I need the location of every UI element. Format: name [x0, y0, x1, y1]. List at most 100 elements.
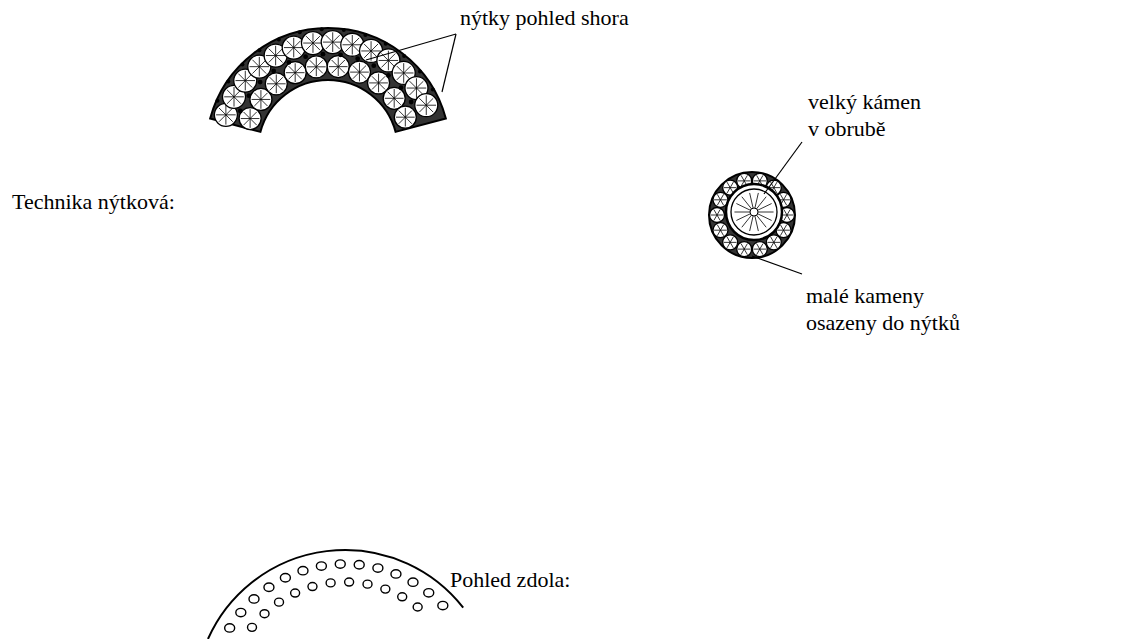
stone-facet — [252, 60, 259, 67]
hole — [280, 574, 290, 582]
stone-facet — [275, 46, 276, 56]
stone-facet — [780, 225, 783, 231]
stone-facet — [306, 36, 313, 43]
stone-facet — [426, 105, 433, 112]
stone-facet — [313, 43, 320, 50]
rivet — [257, 48, 261, 52]
hole — [249, 595, 259, 603]
stone-facet — [767, 242, 773, 243]
stone-facet — [276, 49, 283, 56]
stone-facet — [717, 209, 720, 215]
rivet — [409, 100, 414, 105]
rivet — [320, 27, 324, 31]
stone-facet — [295, 63, 296, 72]
stone-facet — [289, 73, 296, 80]
hole — [264, 583, 274, 591]
stone — [265, 73, 287, 95]
hole — [391, 570, 401, 578]
stone-facet — [410, 81, 417, 88]
stone — [723, 235, 738, 250]
stone-facet — [364, 44, 371, 51]
stone-facet — [372, 83, 379, 90]
stone-facet — [730, 242, 736, 243]
stone-facet — [350, 72, 359, 73]
stone-facet — [219, 115, 226, 122]
stone-facet — [388, 92, 395, 99]
stone-facet — [396, 117, 405, 118]
stone-facet — [753, 249, 759, 250]
rivet — [321, 52, 326, 57]
rivet — [402, 54, 406, 58]
stone-facet — [720, 230, 726, 231]
hole — [316, 562, 326, 570]
hole — [408, 578, 418, 586]
stone-facet — [226, 115, 233, 122]
stone-facet — [371, 41, 372, 51]
stone-facet — [771, 237, 774, 243]
stone-facet — [784, 225, 787, 231]
stone-facet — [359, 66, 366, 73]
hole — [326, 579, 335, 587]
stone-facet — [720, 225, 723, 231]
stone-facet — [245, 81, 252, 88]
rivet — [271, 68, 276, 73]
stone-facet — [338, 57, 339, 66]
stone — [415, 94, 438, 117]
rivet — [226, 79, 230, 83]
stone-facet — [385, 98, 394, 99]
stone-facet — [295, 73, 296, 82]
stone-facet — [275, 56, 276, 66]
stone-facet — [784, 209, 787, 215]
hole — [260, 610, 269, 618]
stone-facet — [757, 244, 760, 250]
stone-facet — [234, 87, 235, 97]
stone-facet — [388, 60, 389, 70]
hole — [298, 566, 308, 574]
stone-facet — [405, 108, 406, 117]
rivet — [215, 99, 219, 103]
stone-facet — [774, 242, 780, 243]
stone-facet — [727, 188, 730, 194]
leader-line — [752, 256, 802, 274]
stone-facet — [720, 194, 723, 200]
stone-facet — [780, 194, 783, 200]
stone-facet — [774, 237, 777, 243]
stone-facet — [226, 114, 236, 115]
stone-facet — [369, 82, 378, 83]
stone-facet — [419, 105, 426, 112]
stone-facet — [379, 76, 386, 83]
stone-facet — [234, 97, 241, 104]
stone-facet — [720, 199, 726, 200]
stone-facet — [294, 48, 301, 55]
stone-facet — [404, 72, 414, 73]
stone-facet — [394, 98, 403, 99]
hole — [354, 561, 364, 569]
stone-facet — [720, 230, 723, 236]
stone-facet — [760, 180, 766, 181]
bezel — [726, 184, 782, 240]
hole — [308, 583, 317, 591]
part-label: velký kámen v obrubě — [808, 88, 932, 142]
stone-facet — [303, 43, 313, 44]
stone-facet — [227, 97, 234, 104]
stone-facet — [379, 60, 389, 61]
stone-facet — [266, 55, 276, 56]
stone-facet — [744, 249, 750, 250]
stone-facet — [326, 42, 333, 49]
stone-facet — [306, 43, 313, 50]
stone-facet — [276, 83, 285, 84]
hole — [381, 585, 390, 593]
stone-facet — [316, 67, 317, 76]
stone-facet — [276, 55, 286, 56]
rivet — [355, 56, 360, 61]
stone-facet — [405, 117, 406, 126]
stone-facet — [333, 42, 340, 49]
stone-facet — [419, 98, 426, 105]
stone-facet — [289, 66, 296, 73]
stone-facet — [338, 67, 345, 74]
rivet — [303, 54, 308, 59]
stone-facet — [404, 66, 411, 73]
rivet — [399, 85, 404, 90]
stone-facet — [381, 60, 388, 67]
stone-facet — [332, 60, 339, 67]
